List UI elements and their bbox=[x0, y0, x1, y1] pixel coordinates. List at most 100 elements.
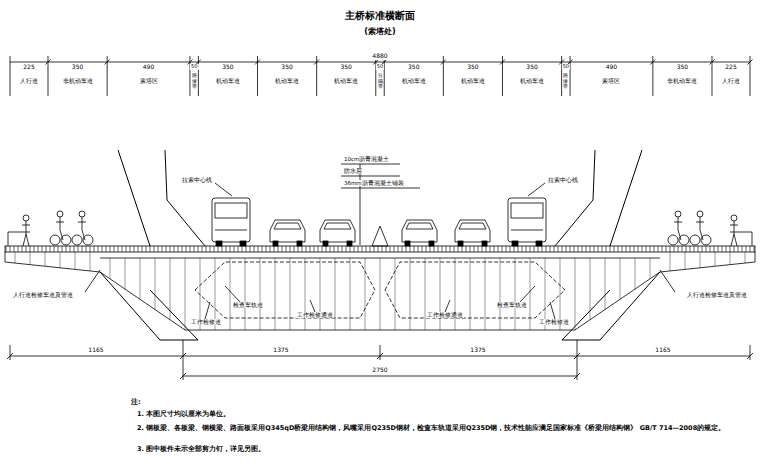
rider-body bbox=[674, 217, 682, 240]
lane-name: 索塔区 bbox=[139, 78, 159, 85]
stiffener-line bbox=[350, 258, 351, 330]
pavement-layer-label: 防水层 bbox=[343, 168, 363, 174]
rider-head bbox=[697, 211, 703, 217]
pedestrian-head bbox=[731, 215, 737, 221]
note-line: 2. 钢板梁、各板梁、钢横梁、路面板采用Q345qD桥梁用结构钢，风嘴采用Q23… bbox=[136, 423, 738, 433]
bus-window bbox=[215, 203, 247, 218]
note-line: 3. 图中板件未示全部剪力钉，详见另图。 bbox=[136, 446, 266, 453]
segment-dimension: 50 bbox=[562, 64, 570, 70]
dimension-tick bbox=[105, 60, 110, 65]
segment-dimension: 350 bbox=[676, 64, 689, 71]
total-dimension: 4880 bbox=[371, 53, 388, 60]
car-body bbox=[402, 220, 437, 242]
stiffener-line bbox=[590, 258, 591, 320]
segment-dimension: 350 bbox=[339, 64, 352, 71]
cable-centerline-label: 拉索中心线 bbox=[547, 177, 579, 183]
stiffener-line bbox=[455, 258, 456, 330]
car-body bbox=[270, 220, 305, 242]
stiffener-line bbox=[30, 252, 31, 265]
stiffener-line bbox=[185, 258, 186, 330]
stiffener-line bbox=[305, 258, 306, 330]
segment-dimension: 490 bbox=[142, 64, 155, 71]
stiffener-line bbox=[470, 258, 471, 330]
cable-centerline-label: 拉索中心线 bbox=[181, 177, 213, 183]
lane-name: 机动车道 bbox=[401, 78, 427, 85]
dimension-value: 2750 bbox=[371, 367, 388, 374]
drawing-title: 主桥标准横断面 bbox=[344, 10, 416, 22]
pavement-layer-label: 36mm沥青混凝土铺装 bbox=[343, 180, 405, 186]
bus-window bbox=[511, 203, 543, 218]
segment-dimension: 50 bbox=[190, 64, 198, 70]
stiffener-line bbox=[440, 258, 441, 330]
dimension-value: 1165 bbox=[87, 347, 104, 354]
stiffener-line bbox=[290, 258, 291, 330]
car-wheel bbox=[297, 241, 302, 246]
part-callout: 人行道检修车道及管道 bbox=[12, 292, 74, 298]
note-line: 1. 本图尺寸均以厘米为单位。 bbox=[136, 411, 231, 418]
segment-dimension: 350 bbox=[221, 64, 234, 71]
bicycle-wheel bbox=[50, 235, 60, 245]
stiffener-line bbox=[485, 258, 486, 330]
stiffener-line bbox=[635, 258, 636, 289]
lane-name: 机动车道 bbox=[333, 78, 359, 85]
rider-body bbox=[78, 217, 86, 240]
stiffener-line bbox=[515, 258, 516, 330]
part-callout: 工作检修道 bbox=[538, 319, 570, 325]
lane-name: 路缘带 bbox=[192, 73, 197, 90]
part-callout: 工作检修通道 bbox=[296, 312, 334, 318]
segment-dimension: 350 bbox=[525, 64, 538, 71]
pedestrian-body bbox=[22, 221, 30, 246]
dimension-tick bbox=[650, 60, 655, 65]
stiffener-line bbox=[730, 252, 731, 265]
lane-name: 索塔区 bbox=[601, 78, 621, 85]
stiffener-line bbox=[260, 258, 261, 330]
car-window bbox=[274, 223, 301, 229]
car-wheel bbox=[347, 241, 352, 246]
dimension-tick bbox=[748, 60, 753, 65]
notes-heading: 注: bbox=[130, 398, 142, 406]
stiffener-line bbox=[395, 258, 396, 330]
dimension-value: 1375 bbox=[272, 347, 289, 354]
stiffener-line bbox=[60, 252, 61, 268]
segment-dimension: 350 bbox=[71, 64, 84, 71]
rider-body bbox=[56, 217, 64, 240]
car-wheel bbox=[482, 241, 487, 246]
bus-wheel bbox=[240, 241, 246, 246]
car-wheel bbox=[458, 241, 463, 246]
lane-name: 人行道 bbox=[19, 78, 39, 85]
dimension-tick bbox=[441, 60, 446, 65]
dimension-tick bbox=[314, 60, 319, 65]
pavement-layer-label: 10cm沥青混凝土 bbox=[343, 156, 390, 162]
stiffener-line bbox=[230, 258, 231, 330]
bus-wheel bbox=[216, 241, 222, 246]
lane-name: 分隔带 bbox=[378, 73, 383, 90]
stiffener-line bbox=[75, 252, 76, 269]
part-callout: 工作检修通道 bbox=[426, 312, 464, 318]
stiffener-line bbox=[90, 252, 91, 271]
rider-head bbox=[79, 211, 85, 217]
stiffener-line bbox=[15, 252, 16, 263]
car-window bbox=[459, 223, 486, 229]
lane-name: 路缘带 bbox=[563, 73, 568, 90]
bus-wheel bbox=[512, 241, 518, 246]
car-body bbox=[320, 220, 355, 242]
segment-dimension: 350 bbox=[280, 64, 293, 71]
stiffener-line bbox=[425, 258, 426, 330]
rider-head bbox=[57, 211, 63, 217]
stiffener-line bbox=[530, 258, 531, 330]
part-callout: 检查车轨道 bbox=[496, 302, 528, 308]
lane-name: 非机动车道 bbox=[666, 78, 698, 85]
stiffener-line bbox=[605, 258, 606, 310]
segment-dimension: 350 bbox=[466, 64, 479, 71]
dimension-tick bbox=[10, 56, 11, 96]
lane-name: 非机动车道 bbox=[62, 78, 94, 85]
stiffener-line bbox=[670, 252, 671, 271]
stiffener-line bbox=[140, 258, 141, 299]
segment-dimension: 490 bbox=[605, 64, 618, 71]
bus-bumper bbox=[511, 230, 543, 231]
stiffener-line bbox=[620, 258, 621, 299]
car-window bbox=[324, 223, 351, 229]
car-wheel bbox=[273, 241, 278, 246]
